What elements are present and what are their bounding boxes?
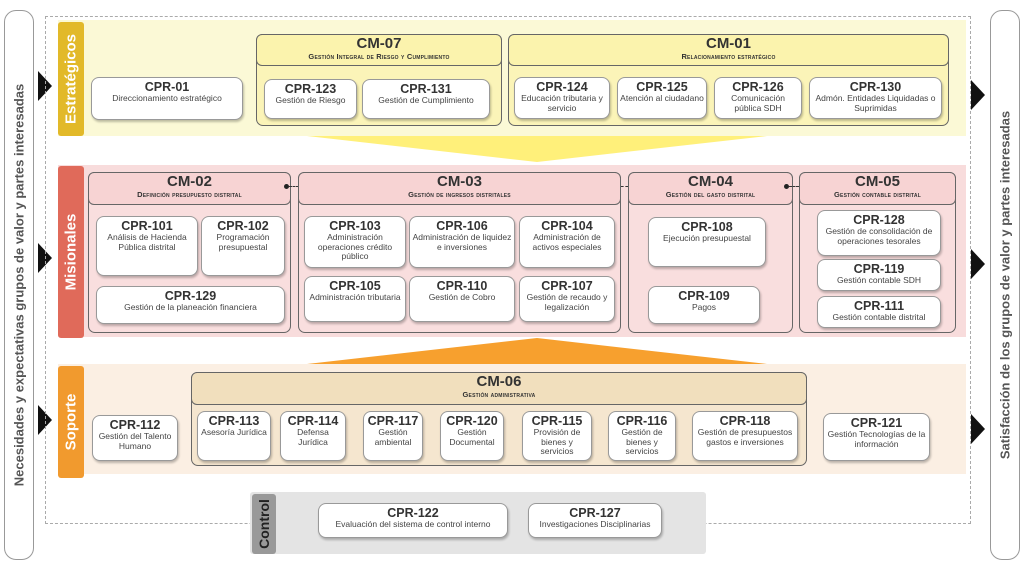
process-cpr-112[interactable]: CPR-112 Gestión del Talento Humano <box>92 415 178 461</box>
process-cpr-131[interactable]: CPR-131 Gestión de Cumplimiento <box>362 79 490 119</box>
flow-chevron-up <box>307 338 767 364</box>
process-cpr-116[interactable]: CPR-116 Gestión de bienes y servicios <box>608 411 676 461</box>
process-cpr-108[interactable]: CPR-108 Ejecución presupuestal <box>648 217 766 267</box>
process-cpr-109[interactable]: CPR-109 Pagos <box>648 286 760 324</box>
process-cpr-107[interactable]: CPR-107 Gestión de recaudo y legalizació… <box>519 276 615 322</box>
group-header-cm-07[interactable]: CM-07 Gestión Integral de Riesgo y Cumpl… <box>256 34 502 66</box>
output-side-label: Satisfacción de los grupos de valor y pa… <box>997 110 1013 460</box>
process-cpr-117[interactable]: CPR-117 Gestión ambiental <box>363 411 423 461</box>
process-cpr-111[interactable]: CPR-111 Gestión contable distrital <box>817 296 941 328</box>
process-cpr-121[interactable]: CPR-121 Gestión Tecnologías de la inform… <box>823 413 930 461</box>
process-cpr-104[interactable]: CPR-104 Administración de activos especi… <box>519 216 615 268</box>
process-cpr-01[interactable]: CPR-01 Direccionamiento estratégico <box>91 77 243 120</box>
process-cpr-128[interactable]: CPR-128 Gestión de consolidación de oper… <box>817 210 941 256</box>
process-cpr-123[interactable]: CPR-123 Gestión de Riesgo <box>264 79 357 119</box>
group-header-cm-05[interactable]: CM-05 Gestión contable distrital <box>799 172 956 205</box>
process-cpr-101[interactable]: CPR-101 Análisis de Hacienda Pública dis… <box>96 216 198 276</box>
process-cpr-115[interactable]: CPR-115 Provisión de bienes y servicios <box>522 411 592 461</box>
process-cpr-119[interactable]: CPR-119 Gestión contable SDH <box>817 259 941 291</box>
process-cpr-120[interactable]: CPR-120 Gestión Documental <box>440 411 504 461</box>
connector-dot <box>784 184 789 189</box>
arrow-right-icon <box>971 414 985 444</box>
process-cpr-124[interactable]: CPR-124 Educación tributaria y servicio <box>514 77 610 119</box>
process-cpr-118[interactable]: CPR-118 Gestión de presupuestos gastos e… <box>692 411 798 461</box>
process-cpr-105[interactable]: CPR-105 Administración tributaria <box>304 276 406 322</box>
connector-arrow <box>789 186 799 187</box>
level-label-soporte: Soporte <box>58 366 84 478</box>
connector-arrow <box>621 186 628 187</box>
process-cpr-110[interactable]: CPR-110 Gestión de Cobro <box>409 276 515 322</box>
level-label-estrategicos: Estratégicos <box>58 22 84 136</box>
flow-chevron-down <box>307 136 767 162</box>
process-cpr-113[interactable]: CPR-113 Asesoría Jurídica <box>197 411 271 461</box>
process-cpr-126[interactable]: CPR-126 Comunicación pública SDH <box>714 77 802 119</box>
arrow-right-icon <box>971 249 985 279</box>
group-header-cm-04[interactable]: CM-04 Gestión del gasto distrital <box>628 172 793 205</box>
group-header-cm-06[interactable]: CM-06 Gestión administrativa <box>191 372 807 405</box>
group-header-cm-02[interactable]: CM-02 Definición presupuesto distrital <box>88 172 291 205</box>
output-side-panel: Satisfacción de los grupos de valor y pa… <box>990 10 1020 560</box>
process-cpr-106[interactable]: CPR-106 Administración de liquidez e inv… <box>409 216 515 268</box>
connector-arrow <box>289 186 299 187</box>
process-cpr-122[interactable]: CPR-122 Evaluación del sistema de contro… <box>318 503 508 538</box>
process-cpr-114[interactable]: CPR-114 Defensa Jurídica <box>280 411 346 461</box>
process-cpr-129[interactable]: CPR-129 Gestión de la planeación financi… <box>96 286 285 324</box>
group-header-cm-01[interactable]: CM-01 Relacionamiento estratégico <box>508 34 949 66</box>
input-side-panel: Necesidades y expectativas grupos de val… <box>4 10 34 560</box>
process-cpr-130[interactable]: CPR-130 Admón. Entidades Liquidadas o Su… <box>809 77 942 119</box>
process-cpr-103[interactable]: CPR-103 Administración operaciones crédi… <box>304 216 406 268</box>
arrow-right-icon <box>971 80 985 110</box>
process-cpr-127[interactable]: CPR-127 Investigaciones Disciplinarias <box>528 503 662 538</box>
level-label-control: Control <box>252 494 276 554</box>
process-cpr-125[interactable]: CPR-125 Atención al ciudadano <box>617 77 707 119</box>
connector-dot <box>284 184 289 189</box>
group-header-cm-03[interactable]: CM-03 Gestión de ingresos distritales <box>298 172 621 205</box>
level-label-misionales: Misionales <box>58 166 84 338</box>
input-side-label: Necesidades y expectativas grupos de val… <box>11 83 27 487</box>
process-cpr-102[interactable]: CPR-102 Programación presupuestal <box>201 216 285 276</box>
